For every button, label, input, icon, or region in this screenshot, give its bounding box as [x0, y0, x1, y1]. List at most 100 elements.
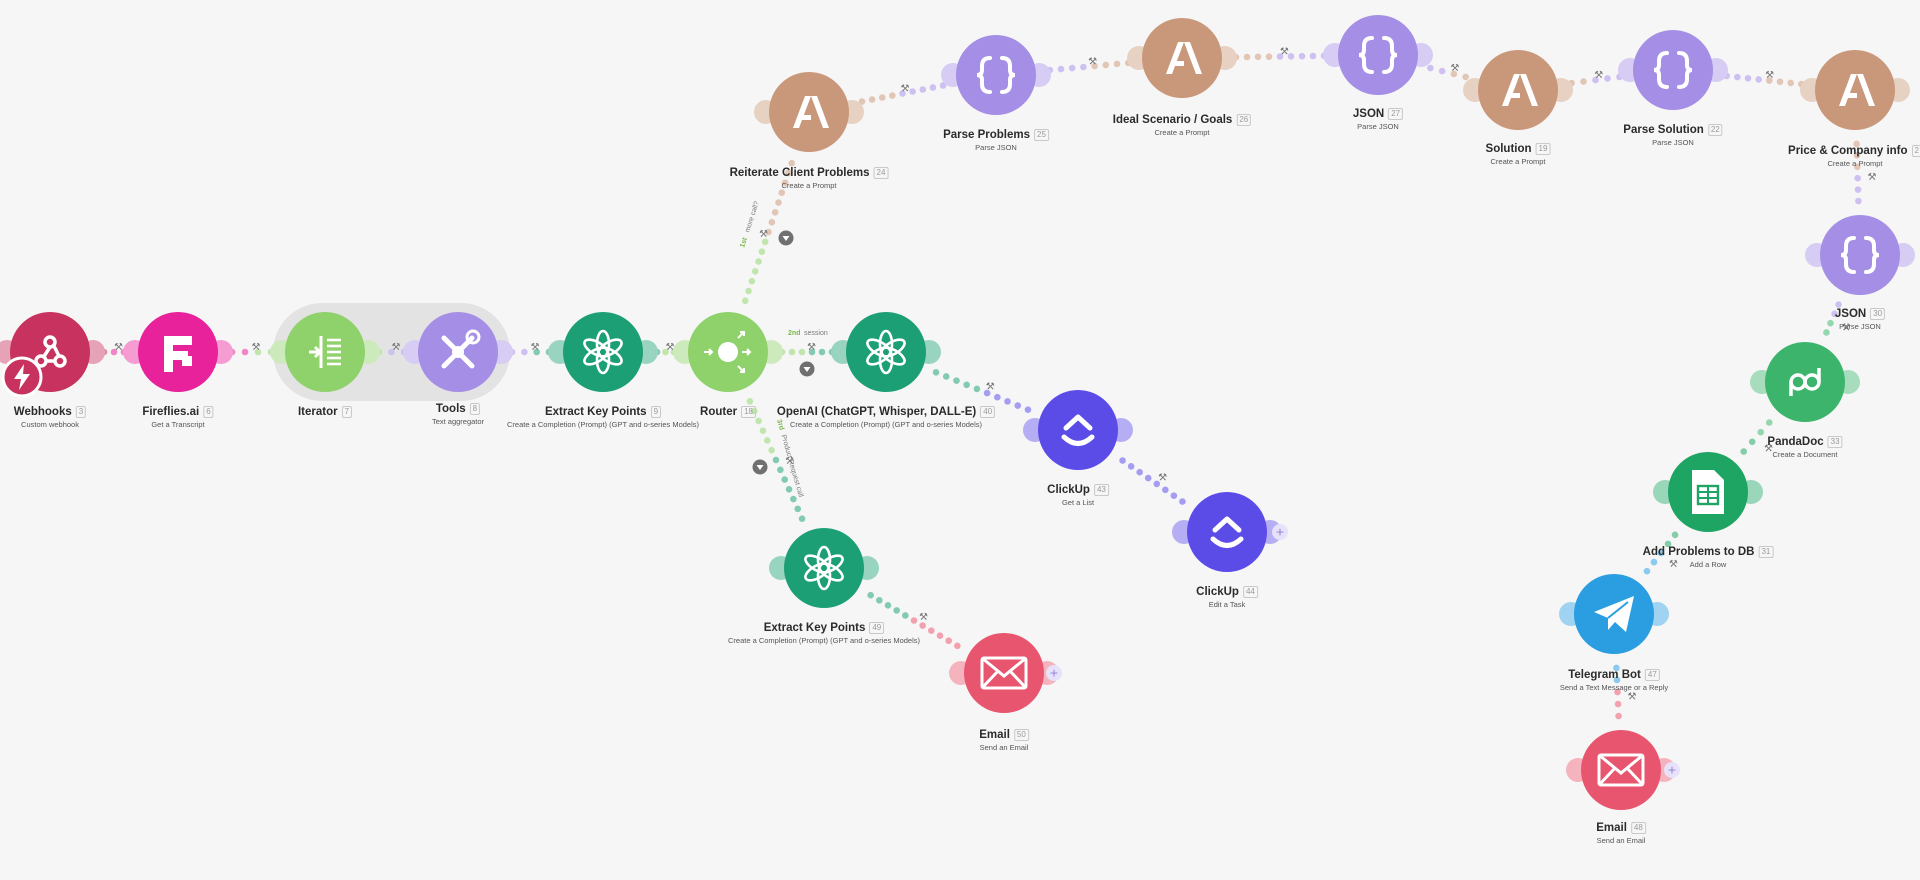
- module-bubble[interactable]: [285, 312, 365, 392]
- module-reiterate[interactable]: [754, 72, 864, 152]
- connection-dot: [533, 348, 540, 356]
- wrench-icon[interactable]: ⚒: [1088, 57, 1097, 68]
- wrench-icon[interactable]: ⚒: [666, 342, 675, 353]
- module-solution[interactable]: [1463, 50, 1573, 130]
- wrench-icon[interactable]: ⚒: [114, 342, 123, 353]
- module-ideal[interactable]: [1127, 18, 1237, 98]
- connection-dot: [1091, 62, 1098, 70]
- add-module-plus-icon[interactable]: +: [1046, 665, 1062, 681]
- module-parseproblems[interactable]: [941, 35, 1051, 115]
- wrench-icon[interactable]: ⚒: [901, 84, 910, 95]
- module-clickup1[interactable]: [1023, 390, 1133, 470]
- wrench-icon[interactable]: ⚒: [1842, 322, 1851, 333]
- module-email2[interactable]: [1566, 730, 1676, 810]
- add-module-plus-icon[interactable]: +: [1272, 524, 1288, 540]
- wrench-icon[interactable]: ⚒: [759, 229, 768, 240]
- connection-router-openai[interactable]: ⚒: [778, 342, 836, 356]
- wrench-icon[interactable]: ⚒: [1627, 692, 1636, 703]
- module-bubble[interactable]: [846, 312, 926, 392]
- connection-dot: [758, 248, 766, 255]
- wrench-icon[interactable]: ⚒: [1594, 70, 1603, 81]
- module-tools[interactable]: [403, 312, 513, 392]
- module-bubble[interactable]: [956, 35, 1036, 115]
- filter-icon[interactable]: [778, 230, 794, 246]
- module-bubble[interactable]: [1187, 492, 1267, 572]
- module-webhooks[interactable]: [0, 312, 105, 398]
- wrench-icon[interactable]: ⚒: [986, 382, 995, 393]
- connection-price-json30[interactable]: ⚒: [1853, 140, 1876, 205]
- connection-telegram-email2[interactable]: ⚒: [1613, 664, 1636, 720]
- module-bubble[interactable]: [1633, 30, 1713, 110]
- wrench-icon[interactable]: ⚒: [1158, 473, 1167, 484]
- connection-reiterate-parseproblems[interactable]: ⚒: [858, 82, 947, 105]
- module-json30[interactable]: [1805, 215, 1915, 295]
- module-price[interactable]: [1800, 50, 1910, 130]
- module-bubble[interactable]: [1581, 730, 1661, 810]
- connection-extract2-email1[interactable]: ⚒: [867, 591, 961, 650]
- module-extract1[interactable]: [548, 312, 658, 392]
- anthropic-icon: [1502, 74, 1538, 106]
- connection-dot: [1744, 74, 1752, 82]
- connection-fireflies-iterator[interactable]: ⚒: [228, 342, 275, 356]
- module-title-text: Fireflies.ai: [142, 406, 200, 419]
- connection-ideal-json27[interactable]: ⚒: [1232, 47, 1328, 61]
- openai-icon: [804, 545, 844, 591]
- module-clickup2[interactable]: [1172, 492, 1282, 572]
- wrench-icon[interactable]: ⚒: [1669, 559, 1678, 570]
- wrench-icon[interactable]: ⚒: [919, 612, 928, 623]
- module-bubble[interactable]: [1038, 390, 1118, 470]
- connection-json30-pandadoc[interactable]: ⚒: [1823, 301, 1851, 336]
- wrench-icon[interactable]: ⚒: [1867, 172, 1876, 183]
- module-parsesolution[interactable]: [1618, 30, 1728, 110]
- wrench-icon[interactable]: ⚒: [807, 342, 816, 353]
- connection-solution-parsesolution[interactable]: ⚒: [1568, 70, 1623, 87]
- connection-json27-solution[interactable]: ⚒: [1427, 63, 1469, 81]
- module-sheets[interactable]: [1653, 452, 1763, 532]
- wrench-icon[interactable]: ⚒: [252, 342, 261, 353]
- module-openai[interactable]: [831, 312, 941, 392]
- connection-sheets-telegram[interactable]: ⚒: [1643, 531, 1679, 575]
- module-bubble[interactable]: [964, 633, 1044, 713]
- module-fireflies[interactable]: [123, 312, 233, 392]
- connection-dot: [254, 348, 262, 356]
- connection-dot: [1853, 152, 1861, 159]
- module-bubble[interactable]: [769, 72, 849, 152]
- connection-dot: [1831, 310, 1838, 318]
- connection-dot: [1170, 492, 1178, 499]
- module-extract2[interactable]: [769, 528, 879, 608]
- module-json27[interactable]: [1323, 15, 1433, 95]
- connection-dot: [889, 92, 896, 99]
- module-router[interactable]: [673, 312, 783, 392]
- module-bubble[interactable]: [1338, 15, 1418, 95]
- connection-tools-extract1[interactable]: ⚒: [508, 342, 553, 356]
- filter-icon[interactable]: [799, 361, 815, 377]
- wrench-icon[interactable]: ⚒: [531, 342, 540, 353]
- wrench-icon[interactable]: ⚒: [1765, 70, 1774, 81]
- connection-router-reiterate[interactable]: ⚒: [741, 159, 796, 305]
- add-module-plus-icon[interactable]: +: [1664, 762, 1680, 778]
- connection-clickup1-clickup2[interactable]: ⚒: [1119, 457, 1186, 505]
- connection-pandadoc-sheets[interactable]: ⚒: [1740, 419, 1773, 455]
- module-bubble[interactable]: [1478, 50, 1558, 130]
- module-bubble[interactable]: [563, 312, 643, 392]
- module-pandadoc[interactable]: [1750, 342, 1860, 422]
- module-bubble[interactable]: [1820, 215, 1900, 295]
- module-bubble[interactable]: [1142, 18, 1222, 98]
- module-telegram[interactable]: [1559, 574, 1669, 654]
- module-email1[interactable]: [949, 633, 1059, 713]
- module-bubble[interactable]: [1815, 50, 1895, 130]
- wrench-icon[interactable]: ⚒: [785, 456, 794, 467]
- filter-icon[interactable]: [752, 459, 768, 475]
- connection-parseproblems-ideal[interactable]: ⚒: [1046, 57, 1132, 74]
- wrench-icon[interactable]: ⚒: [1764, 444, 1773, 455]
- wrench-icon[interactable]: ⚒: [392, 342, 401, 353]
- wrench-icon[interactable]: ⚒: [1450, 63, 1459, 74]
- module-bubble[interactable]: [784, 528, 864, 608]
- module-iterator[interactable]: [270, 312, 380, 392]
- connection-parsesolution-price[interactable]: ⚒: [1723, 70, 1805, 88]
- connection-openai-clickup1[interactable]: ⚒: [932, 369, 1032, 413]
- wrench-icon[interactable]: ⚒: [1280, 47, 1289, 58]
